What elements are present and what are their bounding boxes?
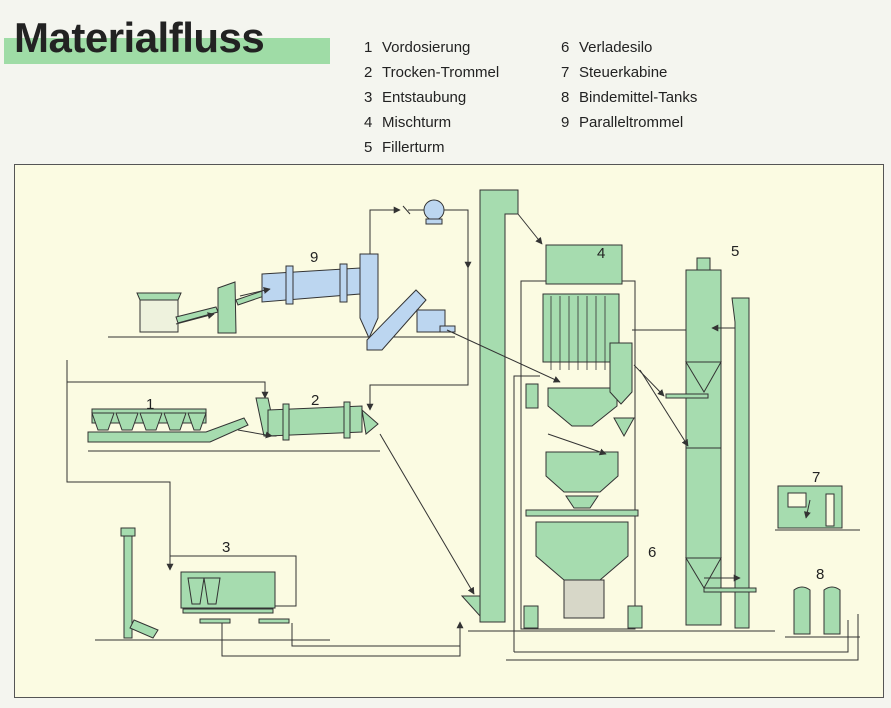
label-8: 8	[816, 566, 824, 583]
label-2: 2	[311, 392, 319, 409]
vordosierung-unit	[87, 397, 379, 443]
paralleltrommel-unit	[136, 199, 456, 351]
ground-lines	[88, 336, 860, 641]
label-3: 3	[222, 539, 230, 556]
flow-lines	[66, 205, 859, 661]
bindemittel-tanks-unit	[793, 586, 841, 635]
steuerkabine-unit	[777, 485, 843, 529]
label-1: 1	[146, 396, 154, 413]
label-6: 6	[648, 544, 656, 561]
fillerturm-unit	[665, 257, 757, 629]
label-9: 9	[310, 249, 318, 266]
page-title: Materialfluss	[14, 14, 265, 61]
label-4: 4	[597, 245, 605, 262]
label-7: 7	[812, 469, 820, 486]
entstaubung-unit	[120, 527, 290, 639]
title-band	[4, 38, 330, 64]
label-5: 5	[731, 243, 739, 260]
mischturm-unit	[520, 244, 643, 630]
elevator-column	[460, 189, 519, 623]
